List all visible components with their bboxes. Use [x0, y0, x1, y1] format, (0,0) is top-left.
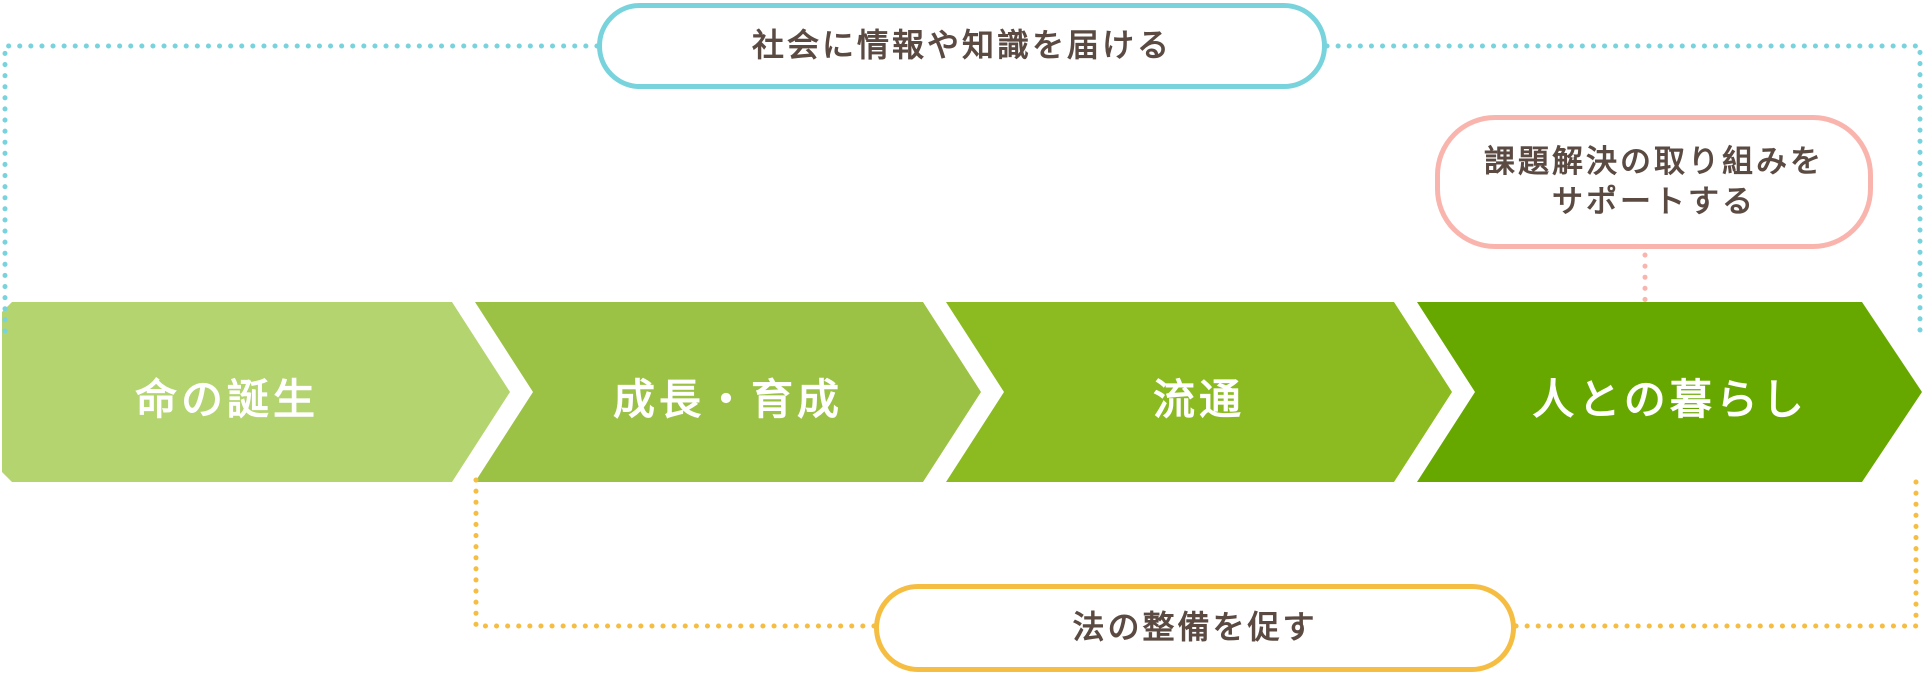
message-promote-law: 法の整備を促す — [874, 584, 1516, 672]
message-deliver-info-text: 社会に情報や知識を届ける — [751, 26, 1172, 65]
stage-label-growth: 成長・育成 — [612, 374, 843, 424]
message-support-line-1: 課題解決の取り組みを — [1484, 143, 1824, 180]
stage-arrow-living — [1417, 302, 1922, 482]
message-promote-law-text: 法の整備を促す — [1072, 608, 1318, 647]
stage-arrow-distribution — [946, 302, 1452, 482]
message-support-solutions: 課題解決の取り組みを サポートする — [1435, 115, 1873, 249]
stage-arrow-birth — [2, 302, 510, 482]
bottom-dotted-line — [473, 473, 1919, 629]
message-support-line-2: サポートする — [1552, 184, 1756, 220]
stage-label-distribution: 流通 — [1152, 374, 1245, 424]
stage-label-birth: 命の誕生 — [134, 374, 319, 424]
stage-label-living: 人との暮らし — [1532, 374, 1808, 424]
message-deliver-info: 社会に情報や知識を届ける — [597, 3, 1327, 89]
top-dotted-line — [2, 43, 1923, 343]
stage-arrow-growth — [475, 302, 981, 482]
